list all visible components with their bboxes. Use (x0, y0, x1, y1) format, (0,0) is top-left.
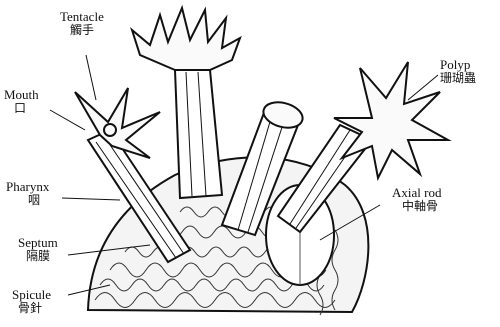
label-septum: Septum 隔膜 (18, 236, 58, 263)
label-polyp: Polyp 珊瑚蟲 (440, 58, 476, 85)
label-tentacle: Tentacle 觸手 (60, 10, 104, 37)
label-spicule: Spicule 骨針 (12, 288, 51, 315)
label-pharynx: Pharynx 咽 (6, 180, 49, 207)
label-axial-rod: Axial rod 中軸骨 (392, 186, 441, 213)
label-mouth: Mouth 口 (4, 88, 39, 115)
